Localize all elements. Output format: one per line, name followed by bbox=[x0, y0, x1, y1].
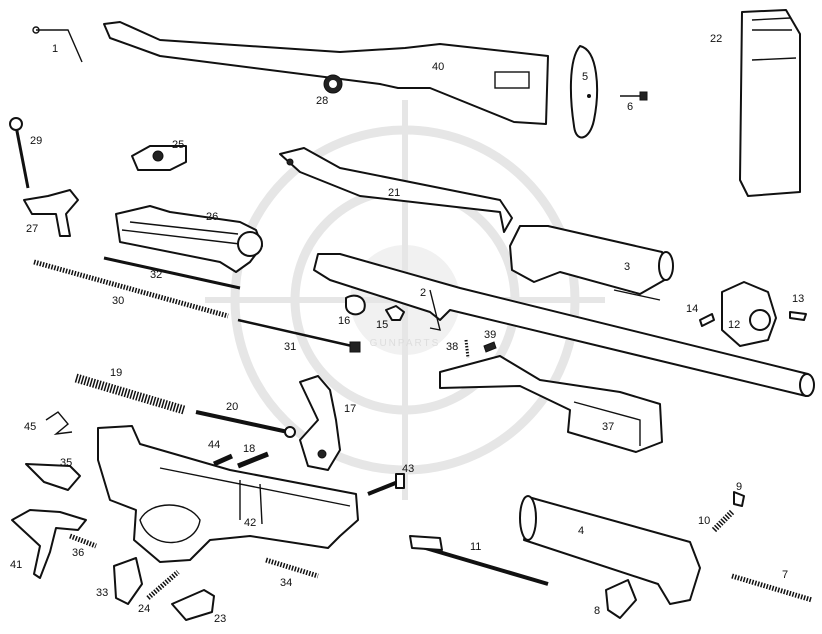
part-39-plunger bbox=[483, 341, 497, 353]
callout-27: 27 bbox=[26, 223, 38, 235]
part-41-trigger bbox=[11, 509, 87, 579]
callout-23: 23 bbox=[214, 613, 226, 625]
callout-37: 37 bbox=[602, 421, 614, 433]
part-31-screw bbox=[237, 318, 361, 353]
callout-42: 42 bbox=[244, 517, 256, 529]
part-27-hammer bbox=[23, 189, 79, 237]
callout-43: 43 bbox=[402, 463, 414, 475]
callout-9: 9 bbox=[736, 481, 742, 493]
callout-15: 15 bbox=[376, 319, 388, 331]
part-29-pin bbox=[9, 117, 30, 189]
part-21-handguard bbox=[279, 147, 513, 233]
callout-labels: 1 2 3 4 5 6 7 8 9 10 11 12 13 14 15 16 1… bbox=[10, 33, 804, 625]
part-33-latch bbox=[113, 557, 143, 605]
callout-7: 7 bbox=[782, 569, 788, 581]
callout-44: 44 bbox=[208, 439, 220, 451]
callout-25: 25 bbox=[172, 139, 184, 151]
callout-3: 3 bbox=[624, 261, 630, 273]
part-24-spring bbox=[146, 570, 180, 600]
part-28-nut bbox=[323, 74, 343, 94]
part-18-pin bbox=[237, 451, 269, 469]
part-17-trigger-lever bbox=[299, 375, 341, 471]
part-38-spring bbox=[464, 339, 470, 359]
callout-33: 33 bbox=[96, 587, 108, 599]
callout-17: 17 bbox=[344, 403, 356, 415]
part-2-barrel bbox=[313, 253, 815, 397]
callout-45: 45 bbox=[24, 421, 36, 433]
part-9-plunger bbox=[733, 491, 745, 507]
callout-20: 20 bbox=[226, 401, 238, 413]
callout-38: 38 bbox=[446, 341, 458, 353]
callout-31: 31 bbox=[284, 341, 296, 353]
part-42-trigger-housing bbox=[97, 425, 359, 563]
part-7-spring bbox=[731, 573, 813, 603]
callout-36: 36 bbox=[72, 547, 84, 559]
callout-8: 8 bbox=[594, 605, 600, 617]
callout-4: 4 bbox=[578, 525, 584, 537]
callout-6: 6 bbox=[627, 101, 633, 113]
callout-28: 28 bbox=[316, 95, 328, 107]
callout-18: 18 bbox=[243, 443, 255, 455]
part-43-screw bbox=[367, 473, 405, 496]
part-35-sear bbox=[25, 463, 81, 491]
callout-13: 13 bbox=[792, 293, 804, 305]
part-44-pin bbox=[212, 453, 234, 467]
part-36-spring bbox=[69, 533, 97, 549]
callout-30: 30 bbox=[112, 295, 124, 307]
part-32-rod bbox=[103, 256, 241, 290]
callout-12: 12 bbox=[728, 319, 740, 331]
part-6-screw bbox=[620, 91, 648, 101]
part-37-op-slide bbox=[439, 355, 663, 453]
part-14-pin bbox=[699, 313, 715, 327]
callout-39: 39 bbox=[484, 329, 496, 341]
part-26-slide bbox=[115, 205, 263, 273]
part-22-magazine bbox=[739, 9, 801, 197]
part-40-stock bbox=[103, 21, 549, 125]
part-19-spring bbox=[74, 373, 186, 415]
callout-40: 40 bbox=[432, 61, 444, 73]
callout-26: 26 bbox=[206, 211, 218, 223]
callout-2: 2 bbox=[420, 287, 426, 299]
part-15-plunger bbox=[385, 305, 405, 321]
callout-10: 10 bbox=[698, 515, 710, 527]
callout-11: 11 bbox=[470, 541, 481, 553]
part-5-buttplate bbox=[569, 45, 599, 139]
callout-24: 24 bbox=[138, 603, 150, 615]
watermark-text: GUNPARTS bbox=[370, 338, 441, 349]
part-1-pin bbox=[32, 26, 83, 63]
part-10-spring bbox=[711, 509, 735, 533]
callout-35: 35 bbox=[60, 457, 72, 469]
callout-32: 32 bbox=[150, 269, 162, 281]
callout-29: 29 bbox=[30, 135, 42, 147]
callout-5: 5 bbox=[582, 71, 588, 83]
part-34-spring bbox=[265, 557, 319, 579]
callout-41: 41 bbox=[10, 559, 22, 571]
callout-14: 14 bbox=[686, 303, 698, 315]
callout-16: 16 bbox=[338, 315, 350, 327]
part-30-spring bbox=[33, 259, 229, 319]
part-12-front-sight bbox=[721, 281, 777, 347]
part-25-rear-sight bbox=[131, 145, 187, 171]
callout-22: 22 bbox=[710, 33, 722, 45]
callout-1: 1 bbox=[52, 43, 58, 55]
callout-21: 21 bbox=[388, 187, 400, 199]
part-4-bolt bbox=[519, 495, 701, 605]
callout-19: 19 bbox=[110, 367, 122, 379]
part-3-receiver-top bbox=[509, 225, 674, 301]
part-13-pin bbox=[789, 311, 807, 321]
part-23-safety bbox=[171, 589, 215, 621]
part-11-rod bbox=[409, 535, 549, 586]
callout-34: 34 bbox=[280, 577, 292, 589]
part-16-clip bbox=[345, 294, 366, 316]
part-20-rod bbox=[195, 410, 296, 438]
part-45-spring bbox=[45, 411, 73, 435]
part-8-extractor bbox=[605, 579, 637, 619]
